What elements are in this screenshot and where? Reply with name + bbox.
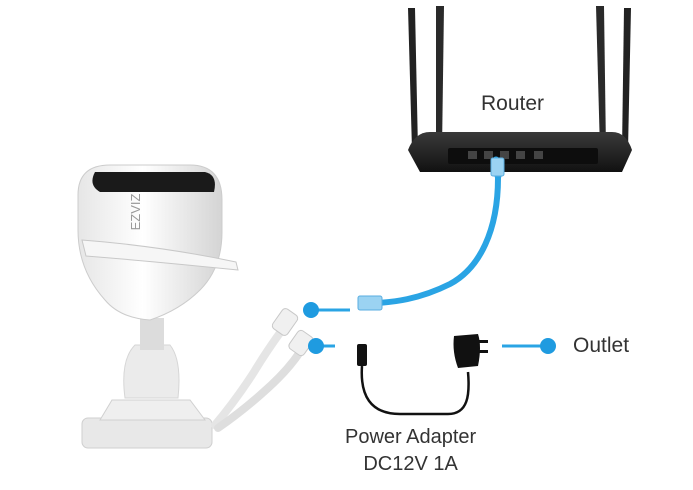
pointer-dot-outlet [540,338,556,354]
router-antenna [436,6,444,150]
router-antenna [622,8,631,150]
camera-mount-base [81,417,213,449]
rj45-connector-router [490,157,505,177]
router-antenna [596,6,606,150]
camera-mount-bracket [99,399,206,421]
camera-mount-arm [123,344,180,399]
router-label: Router [481,92,545,115]
camera-body [77,164,223,321]
power-adapter [357,334,488,416]
camera-neck [140,318,164,350]
router-port [516,151,525,159]
power-adapter-spec: DC12V 1A [363,453,458,475]
adapter-cable [360,365,470,416]
power-adapter-title: Power Adapter [345,426,477,448]
router-port [484,151,493,159]
rj45-connector-camera [357,295,383,311]
adapter-prong [478,350,488,353]
camera [77,164,314,449]
pointer-dot-network [303,302,319,318]
power-adapter-label: Power Adapter DC12V 1A [345,424,476,478]
router [408,6,632,172]
pointer-dot-power [308,338,324,354]
router-port [500,151,509,159]
camera-brand-logo: EZVIZ [128,194,143,231]
router-port [468,151,477,159]
adapter-brick [453,334,480,368]
ethernet-cable [357,156,505,311]
camera-pigtail-cable [214,348,304,432]
connection-pointers [303,302,556,354]
adapter-prong [478,340,488,343]
dc-plug [357,344,367,366]
router-antenna [408,8,418,150]
camera-pigtail-cable [211,326,286,429]
camera-network-plug [271,308,299,336]
camera-lens-window [92,172,215,192]
router-port [534,151,543,159]
outlet-label: Outlet [573,334,630,357]
camera-sunshield [81,239,239,271]
